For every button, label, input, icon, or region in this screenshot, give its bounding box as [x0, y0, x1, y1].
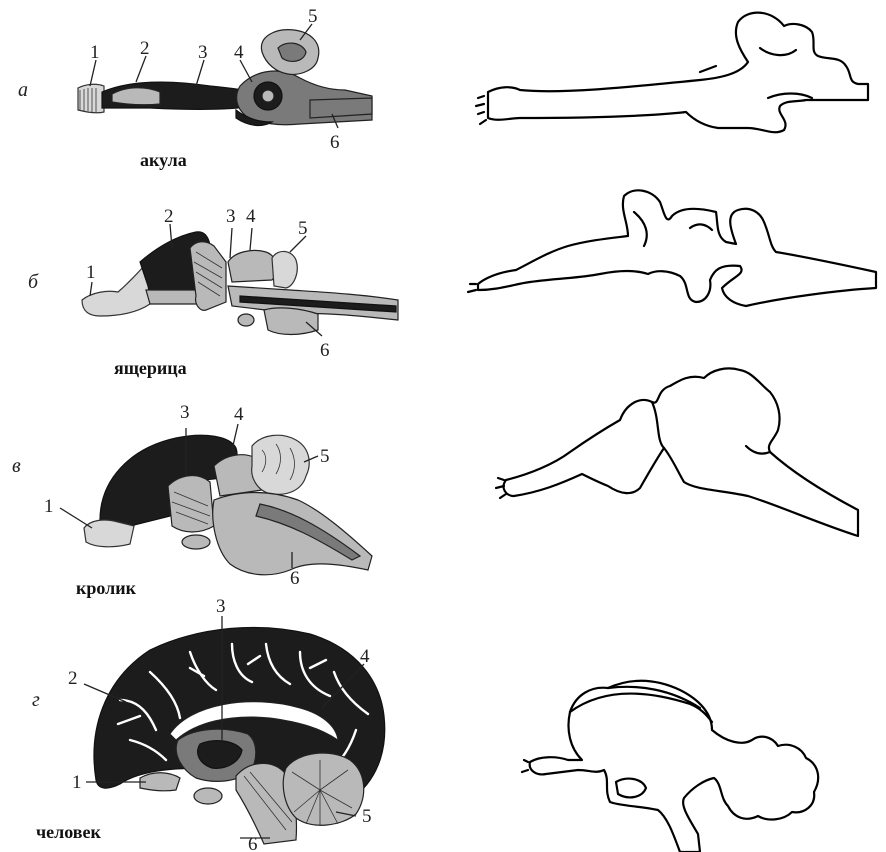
outline-lizard	[478, 190, 876, 306]
animal-name-c: кролик	[76, 578, 137, 598]
human-pituitary	[194, 788, 222, 804]
shark-olfactory-bulb	[78, 84, 104, 113]
label-a-4: 4	[234, 42, 244, 63]
section-b-lizard: б 1 2 3 4 5 6 ящерица	[28, 190, 876, 378]
label-d-3: 3	[216, 596, 226, 617]
label-d-2: 2	[68, 668, 78, 689]
animal-name-a: акула	[140, 150, 187, 170]
shark-medulla	[310, 98, 372, 118]
label-c-5: 5	[320, 446, 330, 467]
label-a-5: 5	[308, 6, 318, 27]
label-d-1: 1	[72, 772, 82, 793]
section-letter-d: г	[32, 689, 40, 711]
section-c-rabbit: в 1 3 4 5 6 кролик	[12, 368, 858, 598]
label-b-3: 3	[226, 206, 236, 227]
lizard-cerebellum	[272, 251, 297, 288]
label-b-2: 2	[164, 206, 174, 227]
label-a-6: 6	[330, 132, 340, 153]
label-d-5: 5	[362, 806, 372, 827]
human-brain-drawing	[94, 627, 385, 844]
section-letter-b: б	[28, 271, 39, 293]
section-a-shark: а 1 2 3 4 5 6 акула	[18, 6, 868, 170]
label-d-6: 6	[248, 834, 258, 852]
label-c-6: 6	[290, 568, 300, 589]
section-d-human: г 2 3 4 1 5 6 человек	[32, 596, 818, 852]
label-b-6: 6	[320, 340, 330, 361]
lizard-diencephalon	[190, 242, 226, 311]
section-letter-c: в	[12, 455, 21, 477]
label-b-4: 4	[246, 206, 256, 227]
lizard-midbrain	[228, 250, 277, 282]
label-c-4: 4	[234, 404, 244, 425]
label-d-4: 4	[360, 646, 370, 667]
lizard-brain-drawing	[82, 232, 398, 335]
shark-brain-drawing	[78, 30, 372, 126]
animal-name-b: ящерица	[114, 358, 187, 378]
label-a-1: 1	[90, 42, 100, 63]
shark-telencephalon	[112, 88, 160, 105]
animal-name-d: человек	[36, 822, 102, 842]
outline-human	[530, 681, 818, 852]
label-c-1: 1	[44, 496, 54, 517]
label-a-3: 3	[198, 42, 208, 63]
rabbit-olfactory	[84, 520, 134, 547]
label-b-5: 5	[298, 218, 308, 239]
label-c-3: 3	[180, 402, 190, 423]
label-b-1: 1	[86, 262, 96, 283]
outline-shark	[488, 13, 868, 133]
human-cerebellum	[283, 753, 363, 825]
rabbit-cerebellum	[252, 435, 309, 494]
section-letter-a: а	[18, 79, 28, 101]
lizard-hypophysis	[264, 308, 318, 335]
outline-rabbit	[504, 368, 858, 536]
label-a-2: 2	[140, 38, 150, 59]
